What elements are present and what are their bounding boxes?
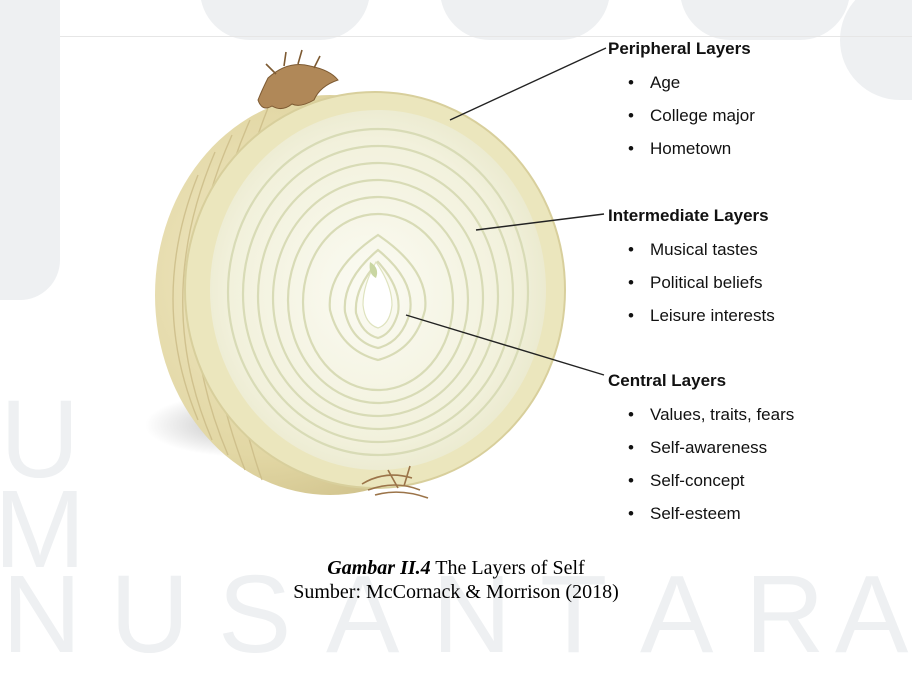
list-item: •Self-concept xyxy=(628,464,794,497)
caption-title: The Layers of Self xyxy=(431,557,585,579)
list-item: •Political beliefs xyxy=(628,266,775,299)
layer-title-central: Central Layers xyxy=(608,370,794,392)
list-item: •Musical tastes xyxy=(628,233,775,266)
layer-group-intermediate: Intermediate Layers •Musical tastes •Pol… xyxy=(608,205,775,332)
layer-title-intermediate: Intermediate Layers xyxy=(608,205,775,227)
layer-group-central: Central Layers •Values, traits, fears •S… xyxy=(608,370,794,530)
list-item: •Self-esteem xyxy=(628,497,794,530)
layer-list-intermediate: •Musical tastes •Political beliefs •Leis… xyxy=(628,233,775,332)
caption-label: Gambar II.4 xyxy=(327,557,430,579)
list-item: •Values, traits, fears xyxy=(628,398,794,431)
list-item: •Leisure interests xyxy=(628,299,775,332)
figure-source: Sumber: McCornack & Morrison (2018) xyxy=(0,580,912,604)
layer-list-central: •Values, traits, fears •Self-awareness •… xyxy=(628,398,794,530)
figure-caption: Gambar II.4 The Layers of Self xyxy=(0,556,912,580)
layer-title-peripheral: Peripheral Layers xyxy=(608,38,755,60)
pointer-line-peripheral xyxy=(450,48,606,120)
list-item: •Age xyxy=(628,66,755,99)
layer-group-peripheral: Peripheral Layers •Age •College major •H… xyxy=(608,38,755,165)
layer-list-peripheral: •Age •College major •Hometown xyxy=(628,66,755,165)
list-item: •College major xyxy=(628,99,755,132)
list-item: •Hometown xyxy=(628,132,755,165)
list-item: •Self-awareness xyxy=(628,431,794,464)
onion-illustration xyxy=(0,0,912,637)
